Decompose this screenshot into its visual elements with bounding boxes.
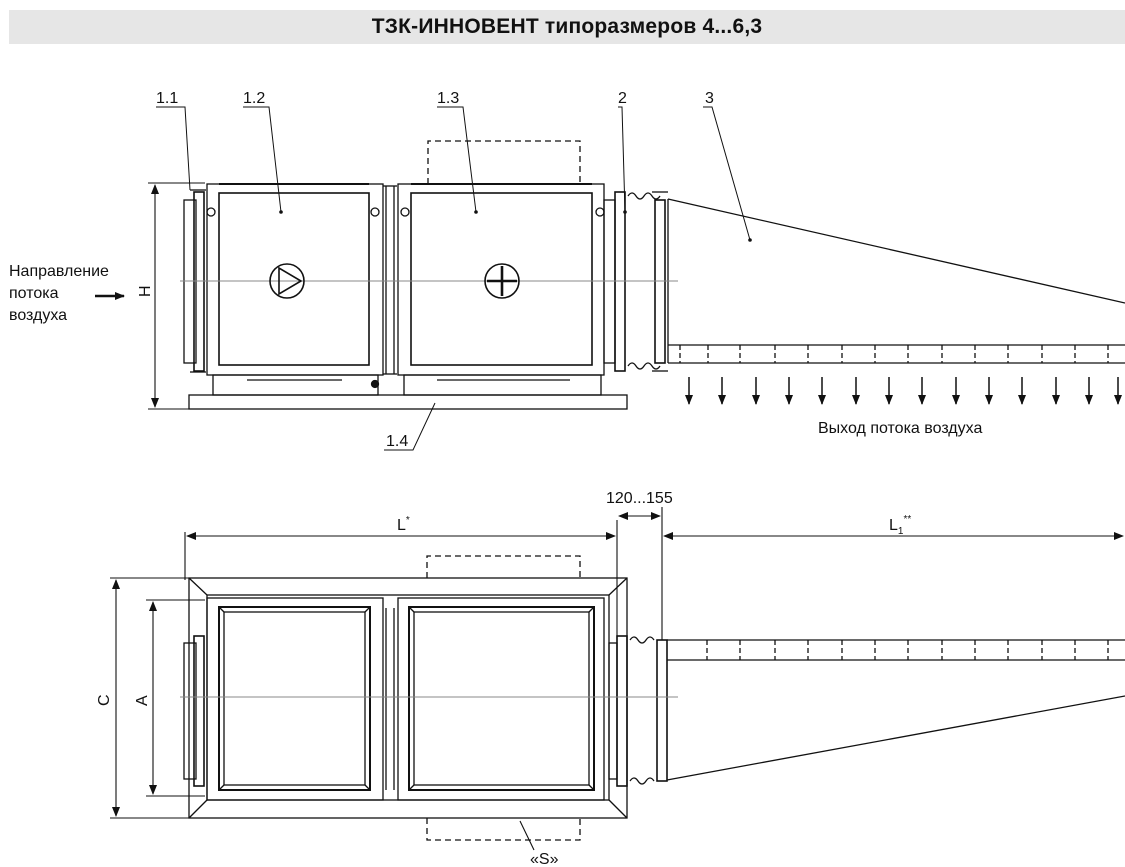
dimension-a-label: A	[134, 695, 151, 706]
section-joint	[383, 185, 397, 375]
label-1-1: 1.1	[156, 90, 178, 107]
outlet-arrows	[685, 377, 1122, 405]
dimension-c-label: C	[96, 694, 113, 706]
label-1-2: 1.2	[243, 90, 265, 107]
inlet-text-line1: Направление	[9, 263, 109, 280]
label-2: 2	[618, 90, 627, 107]
fan-icon	[269, 263, 305, 299]
dimension-h	[148, 182, 205, 410]
inlet-text-line3: воздуха	[9, 307, 67, 324]
support-frame	[188, 374, 628, 410]
label-1-3: 1.3	[437, 90, 459, 107]
title-bar: ТЗК-ИННОВЕНТ типоразмеров 4...6,3	[9, 10, 1125, 44]
dimension-gap-label: 120...155	[606, 490, 673, 507]
air-distributor	[667, 198, 1125, 364]
fan-section	[206, 183, 384, 376]
dimension-h-label: H	[137, 285, 154, 297]
dimension-s-label: «S»	[530, 851, 559, 867]
inlet-text-line2: потока	[9, 285, 59, 302]
side-view	[180, 140, 1125, 410]
leader-dots	[279, 210, 752, 242]
dimension-l-label: L*	[397, 515, 410, 534]
label-3: 3	[705, 90, 714, 107]
label-1-4: 1.4	[386, 433, 408, 450]
leader-lines	[156, 106, 751, 451]
plan-view	[180, 555, 1125, 841]
dimension-lines-plan	[110, 507, 1124, 851]
heater-icon	[484, 263, 520, 299]
heater-section	[397, 140, 605, 376]
page-title: ТЗК-ИННОВЕНТ типоразмеров 4...6,3	[371, 15, 763, 38]
outlet-text: Выход потока воздуха	[818, 420, 982, 437]
dimension-l1-label: L1**	[889, 514, 911, 537]
